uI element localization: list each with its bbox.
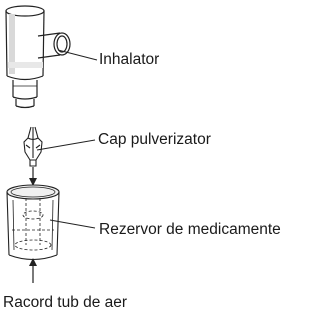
inhaler-shading — [9, 14, 15, 74]
arrow-down-icon — [29, 167, 37, 186]
label-reservoir: Rezervor de medicamente — [99, 221, 281, 238]
label-inhaler: Inhalator — [99, 51, 160, 68]
reservoir-part — [6, 184, 60, 261]
label-air-tube-connector: Racord tub de aer — [3, 294, 128, 311]
inhaler-part — [5, 5, 71, 109]
label-nozzle-cap: Cap pulverizator — [98, 131, 211, 148]
reservoir-leader-line — [49, 219, 96, 229]
inhaler-leader-line — [57, 49, 98, 61]
nozzle-cap-part — [23, 126, 43, 167]
inhaler-band — [8, 62, 43, 68]
arrow-up-icon — [29, 258, 37, 283]
nozzle-leader-line — [36, 139, 96, 151]
